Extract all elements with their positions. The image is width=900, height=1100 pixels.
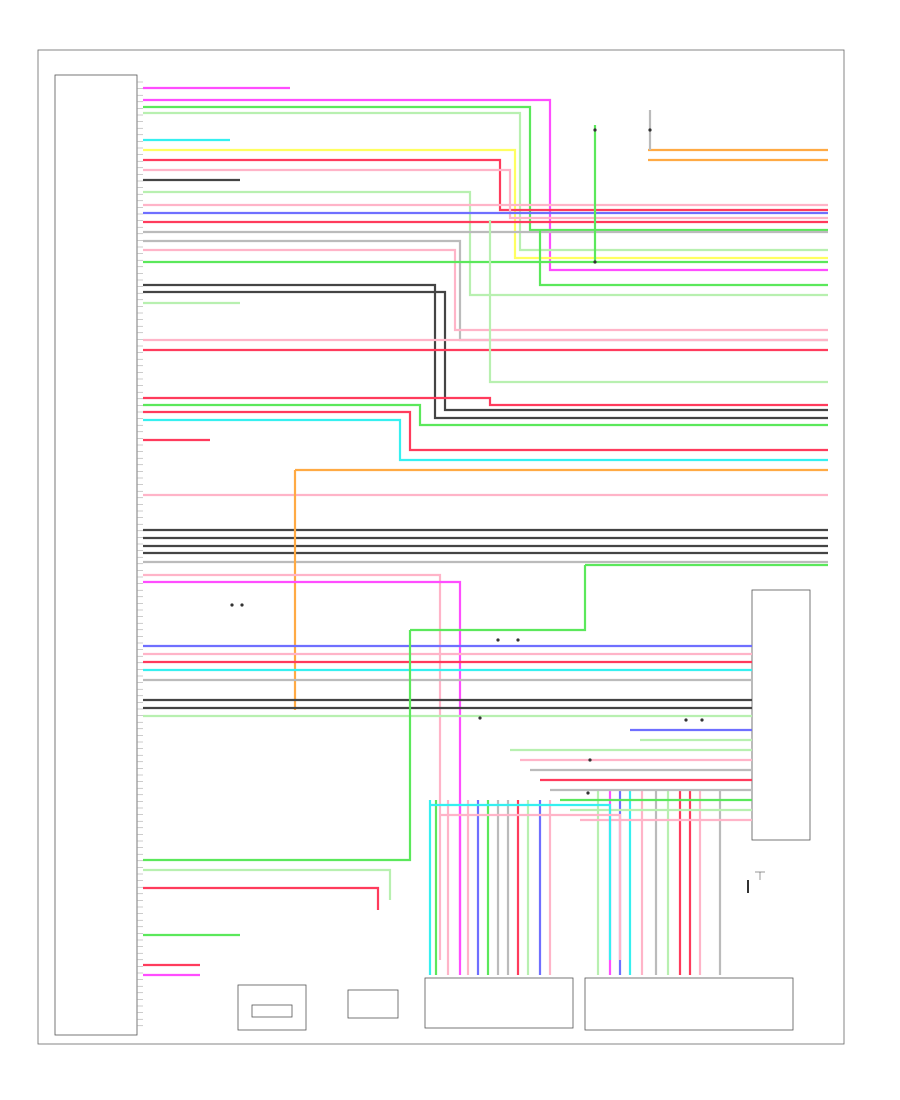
control-unit-box <box>751 589 811 841</box>
wire-tie <box>430 803 612 960</box>
wire-upper <box>143 98 828 272</box>
wire-upper <box>143 190 828 297</box>
ecu-pin-ticks <box>137 81 143 1027</box>
splice-dot <box>478 716 482 720</box>
sensor-box <box>347 989 399 1019</box>
splice-dot <box>586 791 590 795</box>
splice-dot <box>593 260 597 264</box>
wire-upper <box>143 418 828 462</box>
splice-points <box>230 128 704 795</box>
ground-symbol <box>747 871 765 893</box>
ecu-block <box>54 74 138 1036</box>
diagram-frame <box>37 49 845 1045</box>
wire-upper <box>143 410 828 452</box>
wire-green <box>143 630 412 862</box>
splice-dot <box>240 603 244 607</box>
wire-tie <box>440 813 622 960</box>
splice-dot <box>230 603 234 607</box>
splice-dot <box>700 718 704 722</box>
splice-dot <box>588 758 592 762</box>
wire-upper <box>143 158 828 212</box>
splice-dot <box>648 128 652 132</box>
wire-upper <box>143 239 828 342</box>
wire-upper <box>143 111 828 252</box>
wire-upper <box>143 248 828 332</box>
splice-dot <box>684 718 688 722</box>
wire-upper <box>143 396 828 407</box>
connector-box <box>424 977 574 1029</box>
module-box <box>584 977 794 1031</box>
wire-harness <box>143 86 828 977</box>
splice-dot <box>593 128 597 132</box>
wire-upper <box>143 168 828 220</box>
wire-mid <box>143 573 442 960</box>
wire-upper <box>143 403 828 427</box>
wire-green <box>538 230 828 287</box>
wire-green <box>410 565 587 632</box>
splice-dot <box>516 638 520 642</box>
wire-lightgreen <box>143 868 392 900</box>
fuse-box-inner <box>251 1004 293 1018</box>
wire-red <box>143 886 380 910</box>
wire-upper <box>143 283 828 420</box>
wire-lightgreen <box>488 220 828 384</box>
splice-dot <box>496 638 500 642</box>
wire-upper <box>143 105 828 232</box>
wire-mid <box>143 580 462 960</box>
